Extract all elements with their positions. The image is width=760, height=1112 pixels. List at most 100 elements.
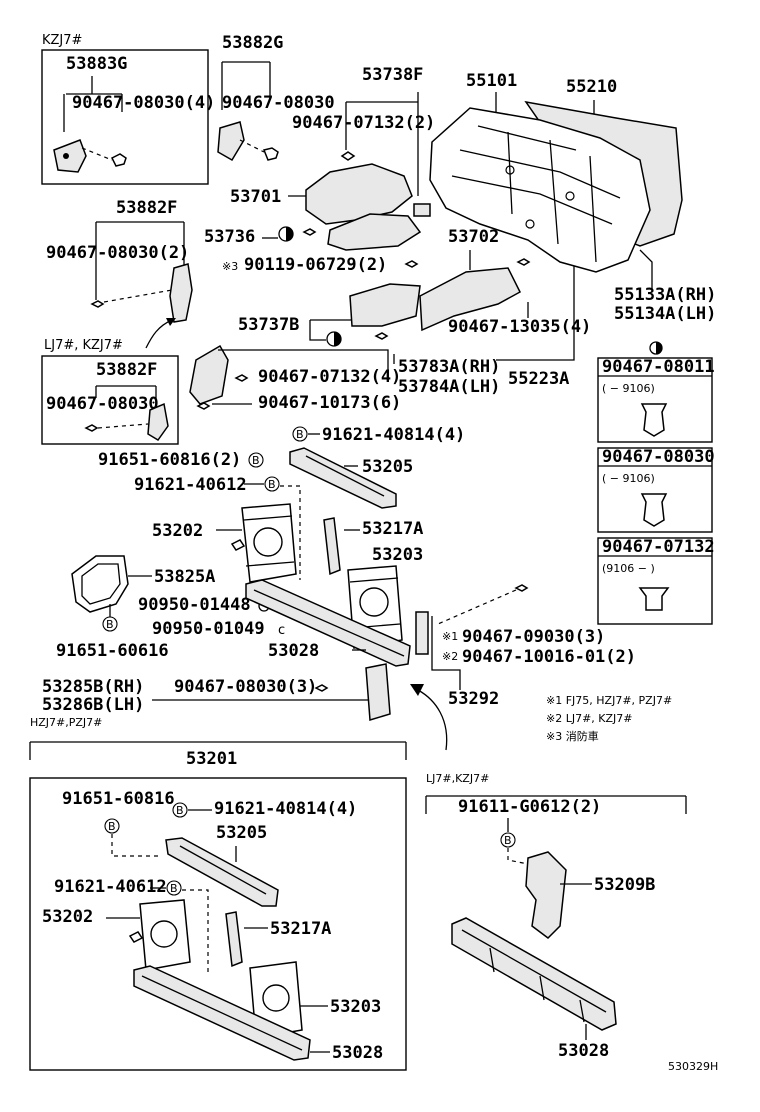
part-label-90950-01448: 90950-01448 — [138, 595, 251, 615]
upper-support-53205-b — [165, 837, 279, 907]
legend-part-1: 90467-08011 — [602, 357, 715, 377]
kzj7-box — [41, 49, 209, 185]
bracket-53737B — [349, 283, 421, 327]
bracket-53292 — [415, 611, 429, 655]
part-label-53882F-a: 53882F — [116, 198, 177, 218]
bracket-53883G — [53, 139, 87, 173]
part-label-53784A-LH: 53784A(LH) — [398, 377, 500, 397]
legend-range-3: (9106 − ) — [602, 562, 655, 575]
group-label-lj7-kzj7-b: LJ7#,KZJ7# — [426, 772, 489, 785]
part-label-53028-c: 53028 — [558, 1041, 609, 1061]
part-label-55133A-RH: 55133A(RH) — [614, 285, 716, 305]
part-label-91621-40612-b: 91621-40612 — [54, 877, 167, 897]
lj7-kzj7-box — [41, 355, 179, 445]
svg-text:B: B — [106, 618, 114, 631]
part-label-90467-13035-4: 90467-13035(4) — [448, 317, 591, 337]
legend-range-2: ( − 9106) — [602, 472, 655, 485]
bracket-53209B — [525, 851, 567, 939]
bracket-53882G — [217, 121, 245, 162]
legend-part-2: 90467-08030 — [602, 447, 715, 467]
note-marker-2: ※2 — [442, 650, 458, 663]
part-label-53217A-b: 53217A — [270, 919, 331, 939]
part-label-90950-01049: 90950-01049 — [152, 619, 265, 639]
part-label-53882G: 53882G — [222, 33, 283, 53]
legend-part-3: 90467-07132 — [602, 537, 715, 557]
apron-inner-53701 — [327, 213, 422, 251]
svg-text:B: B — [252, 454, 260, 467]
part-label-90467-08030-4: 90467-08030(4) — [72, 93, 215, 113]
b-marker: B — [296, 428, 304, 441]
part-label-90467-08030-3: 90467-08030(3) — [174, 677, 317, 697]
apron-53702 — [419, 267, 521, 332]
svg-text:B: B — [176, 804, 184, 817]
clip-53882G — [262, 147, 279, 161]
part-label-53205-a: 53205 — [362, 457, 413, 477]
part-label-53825A: 53825A — [154, 567, 215, 587]
part-label-90467-10016-01-2: 90467-10016-01(2) — [462, 647, 636, 667]
group-label-kzj7: KZJ7# — [42, 33, 82, 48]
part-label-91621-40612-a: 91621-40612 — [134, 475, 247, 495]
part-label-53882F-b: 53882F — [96, 360, 157, 380]
svg-text:B: B — [108, 820, 116, 833]
part-label-90467-09030-3: 90467-09030(3) — [462, 627, 605, 647]
bracket-53285B — [365, 663, 391, 721]
part-label-53701: 53701 — [230, 187, 281, 207]
part-label-55134A-LH: 55134A(LH) — [614, 304, 716, 324]
part-label-91651-60816: 91651-60816 — [62, 789, 175, 809]
clip-icon-3 — [638, 587, 670, 611]
note-1: ※1 FJ75, HZJ7#, PZJ7# — [546, 694, 672, 707]
part-label-53783A-RH: 53783A(RH) — [398, 357, 500, 377]
part-label-90467-07132-4: 90467-07132(4) — [258, 367, 401, 387]
part-label-53209B: 53209B — [594, 875, 655, 895]
dash-panel-55101 — [429, 107, 651, 273]
part-label-53292: 53292 — [448, 689, 499, 709]
part-label-53702: 53702 — [448, 227, 499, 247]
part-label-90467-10173-6: 90467-10173(6) — [258, 393, 401, 413]
part-label-91621-40814-4-b: 91621-40814(4) — [214, 799, 357, 819]
upper-support-53205 — [289, 447, 397, 509]
part-label-53217A-a: 53217A — [362, 519, 423, 539]
part-label-55210: 55210 — [566, 77, 617, 97]
bracket-53783A — [189, 344, 229, 405]
part-label-90467-08030-2: 90467-08030(2) — [46, 243, 189, 263]
part-label-53736: 53736 — [204, 227, 255, 247]
part-label-53285B-RH: 53285B(RH) — [42, 677, 144, 697]
legend-box-3: 90467-07132 (9106 − ) — [597, 537, 715, 625]
part-label-91651-60816-2: 91651-60816(2) — [98, 450, 241, 470]
note-2: ※2 LJ7#, KZJ7# — [546, 712, 633, 725]
clip-icon-2 — [640, 493, 668, 527]
svg-text:c: c — [278, 623, 285, 638]
part-label-55101: 55101 — [466, 71, 517, 91]
svg-text:B: B — [170, 882, 178, 895]
part-label-53205-b: 53205 — [216, 823, 267, 843]
part-label-53202-b: 53202 — [42, 907, 93, 927]
part-label-53028-a: 53028 — [268, 641, 319, 661]
clip-90467-08030 — [110, 153, 127, 167]
bracket-53738F — [413, 203, 431, 217]
svg-text:B: B — [268, 478, 276, 491]
part-label-90467-08030-a: 90467-08030 — [222, 93, 335, 113]
bracket-53882F-a — [169, 263, 193, 323]
part-label-53203-a: 53203 — [372, 545, 423, 565]
part-label-53286B-LH: 53286B(LH) — [42, 695, 144, 715]
group-label-lj7-kzj7: LJ7#, KZJ7# — [44, 338, 123, 353]
part-label-90467-08030-b: 90467-08030 — [46, 394, 159, 414]
legend-range-1: ( − 9106) — [602, 382, 655, 395]
part-label-53201: 53201 — [186, 749, 237, 769]
svg-text:B: B — [504, 834, 512, 847]
part-label-53737B: 53737B — [238, 315, 299, 335]
note-3: ※3 消防車 — [546, 729, 599, 743]
part-label-91651-60616: 91651-60616 — [56, 641, 169, 661]
part-label-90467-07132-2: 90467-07132(2) — [292, 113, 435, 133]
seal-53825A — [71, 555, 129, 613]
lower-support-53028-c — [451, 917, 617, 1031]
note-marker-1: ※1 — [442, 630, 458, 643]
note-marker-3: ※3 — [222, 260, 238, 273]
part-label-53202-a: 53202 — [152, 521, 203, 541]
part-label-55223A: 55223A — [508, 369, 569, 389]
legend-box-2: 90467-08030 ( − 9106) — [597, 447, 715, 533]
radiator-side-53202-b — [139, 899, 191, 971]
part-label-53738F: 53738F — [362, 65, 423, 85]
bracket-53217A-b — [225, 911, 243, 968]
